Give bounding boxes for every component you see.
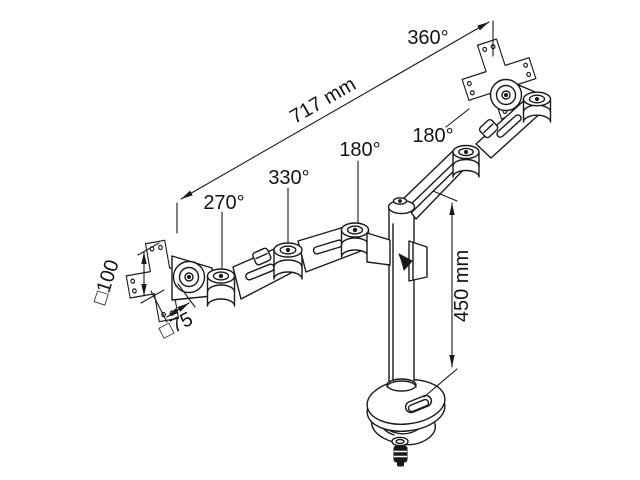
clamp-screw-knob[interactable] <box>393 445 408 467</box>
ext-line-75-left <box>150 290 168 323</box>
dim-line-75 <box>166 302 190 318</box>
pole <box>386 205 428 392</box>
dim-label-717mm: 717 mm <box>286 73 360 128</box>
joint-270-body <box>206 275 236 307</box>
dimension-lines <box>137 20 494 398</box>
dim-label-180-left: 180° <box>339 139 380 161</box>
left-arm-pole-bracket <box>366 232 391 266</box>
dim-label-450mm: 450 mm <box>451 250 473 322</box>
left-cable-clip <box>252 247 272 266</box>
clamp-screw-washer <box>391 436 409 447</box>
left-monitor-assembly <box>120 222 391 327</box>
right-monitor-pivot <box>489 78 523 112</box>
dim-label-360: 360° <box>407 27 448 49</box>
dim-label-270: 270° <box>203 192 244 214</box>
ext-line-450-top <box>432 190 458 202</box>
ext-line-450-bottom <box>423 368 458 398</box>
right-arm-slot <box>496 114 522 138</box>
joint-330-cap <box>273 242 303 258</box>
base-cable-slot <box>404 394 433 414</box>
pole-lock-lever[interactable] <box>398 253 413 271</box>
pole-top-cap <box>387 197 416 215</box>
joint-180-right-elbow <box>452 144 480 178</box>
dim-label-vesa-100: □100 <box>89 257 124 307</box>
dim-label-330: 330° <box>268 167 309 189</box>
leader-180-right <box>445 108 470 128</box>
joint-360-top <box>522 91 552 123</box>
joint-180-left-cap <box>340 222 370 238</box>
ext-line-100-bottom <box>140 289 165 304</box>
joint-270-cap <box>206 268 236 284</box>
ext-line-75-right <box>177 283 196 308</box>
dim-line-717 <box>180 21 490 200</box>
ext-line-100-top <box>137 242 160 256</box>
joint-330-body <box>273 249 303 280</box>
dimension-labels: 360° 717 mm 180° 180° 330° 270° □100 □75… <box>89 27 473 343</box>
dim-label-180-right: 180° <box>412 125 453 147</box>
left-monitor-pivot <box>172 260 206 294</box>
